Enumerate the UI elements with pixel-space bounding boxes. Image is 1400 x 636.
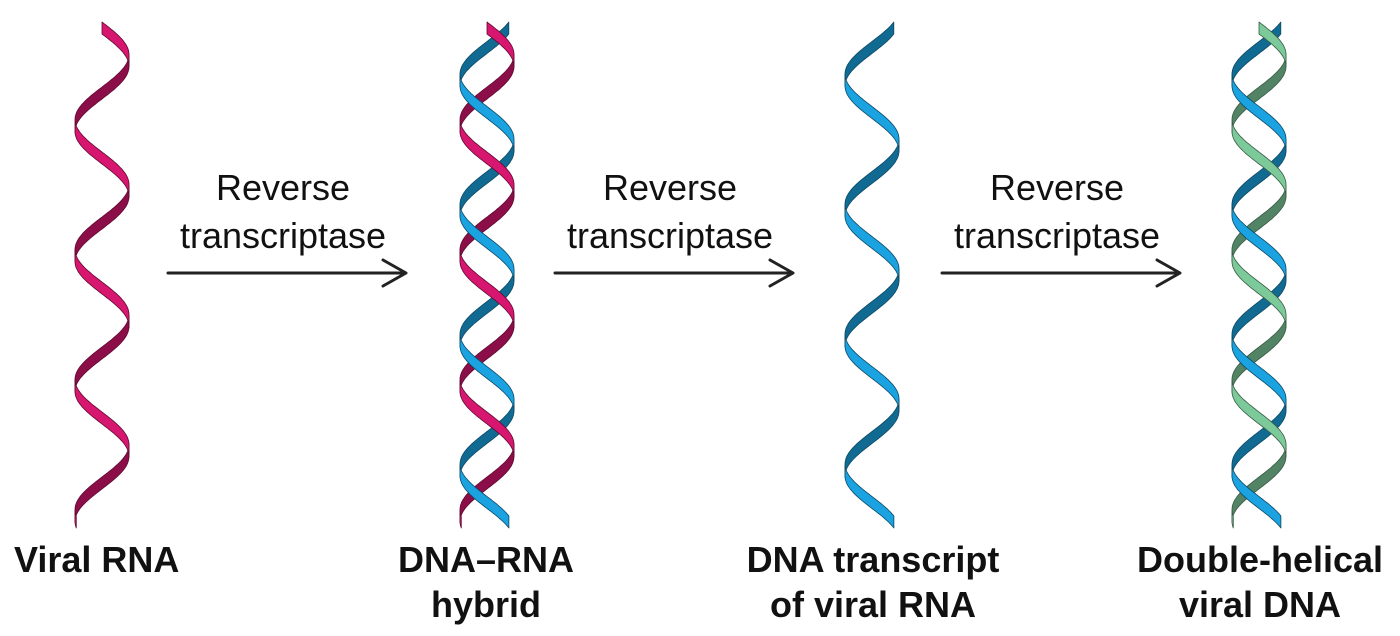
helix-4-front-strands	[1231, 21, 1287, 529]
dna-strand-segment	[844, 399, 900, 478]
viral-rna-helix	[74, 21, 130, 529]
arrow-2-icon	[553, 258, 795, 288]
new-dna-strand-segment	[1258, 21, 1287, 68]
arrow-1-label-line2: transcriptase	[180, 215, 386, 256]
arrow-3-label-line1: Reverse	[990, 167, 1124, 208]
new-dna-strand-segment	[1231, 510, 1234, 529]
stage-1-label: Viral RNA	[14, 539, 179, 580]
dna-strand-segment	[844, 334, 900, 412]
helix-1-front-strands	[74, 21, 130, 529]
stage-3-label-line2: of viral RNA	[770, 584, 976, 625]
viral-rna-strand-segment	[459, 510, 462, 529]
dna-strand-segment	[1231, 464, 1282, 529]
viral-rna-strand-segment	[74, 249, 130, 329]
viral-rna-strand-segment	[459, 379, 515, 457]
stage-2-label-line1: DNA–RNA	[398, 539, 574, 580]
dna-strand-segment	[459, 464, 510, 529]
arrow-3-icon	[940, 258, 1182, 288]
dna-strand-segment	[844, 73, 900, 153]
viral-rna-strand-segment	[101, 21, 130, 68]
arrow-2-label-line1: Reverse	[603, 167, 737, 208]
new-dna-strand-segment	[1231, 249, 1287, 329]
arrow-1-icon	[166, 258, 408, 288]
dna-transcript-helix	[844, 21, 900, 529]
dna-strand-segment	[844, 21, 895, 87]
viral-rna-strand-segment	[459, 120, 515, 198]
viral-rna-strand-segment	[74, 510, 77, 529]
stage-4-label-line2: viral DNA	[1179, 584, 1341, 625]
dna-strand-segment	[1231, 73, 1287, 153]
dna-strand-segment	[459, 204, 515, 282]
viral-rna-strand-segment	[486, 21, 515, 68]
stage-2-label-line2: hybrid	[431, 584, 541, 625]
reaction-arrow-2: Reverse transcriptase	[553, 167, 795, 288]
reaction-arrow-1: Reverse transcriptase	[166, 167, 408, 288]
viral-rna-strand-segment	[74, 315, 130, 393]
viral-rna-strand-segment	[459, 249, 515, 329]
dna-strand-segment	[844, 268, 900, 348]
viral-rna-strand-segment	[74, 379, 130, 457]
dna-strand-segment	[844, 204, 900, 282]
double-helical-dna-helix	[1231, 21, 1287, 529]
dna-strand-segment	[459, 334, 515, 412]
helix-3-front-strands	[844, 73, 900, 529]
viral-rna-strand-segment	[74, 444, 130, 523]
arrow-1-label-line1: Reverse	[216, 167, 350, 208]
dna-strand-segment	[844, 464, 895, 529]
dna-rna-hybrid-helix	[459, 21, 515, 529]
helix-2-front-strands	[459, 21, 515, 529]
new-dna-strand-segment	[1231, 120, 1287, 198]
new-dna-strand-segment	[1231, 379, 1287, 457]
dna-strand-segment	[844, 139, 900, 217]
dna-strand-segment	[459, 73, 515, 153]
reaction-arrow-3: Reverse transcriptase	[940, 167, 1182, 288]
stage-3-label-line1: DNA transcript	[747, 539, 1000, 580]
arrow-2-label-line2: transcriptase	[567, 215, 773, 256]
dna-strand-segment	[1231, 204, 1287, 282]
stage-4-label-line1: Double-helical	[1137, 539, 1383, 580]
arrow-3-label-line2: transcriptase	[954, 215, 1160, 256]
viral-rna-strand-segment	[74, 184, 130, 263]
viral-rna-strand-segment	[74, 54, 130, 134]
viral-rna-strand-segment	[74, 120, 130, 198]
dna-strand-segment	[1231, 334, 1287, 412]
